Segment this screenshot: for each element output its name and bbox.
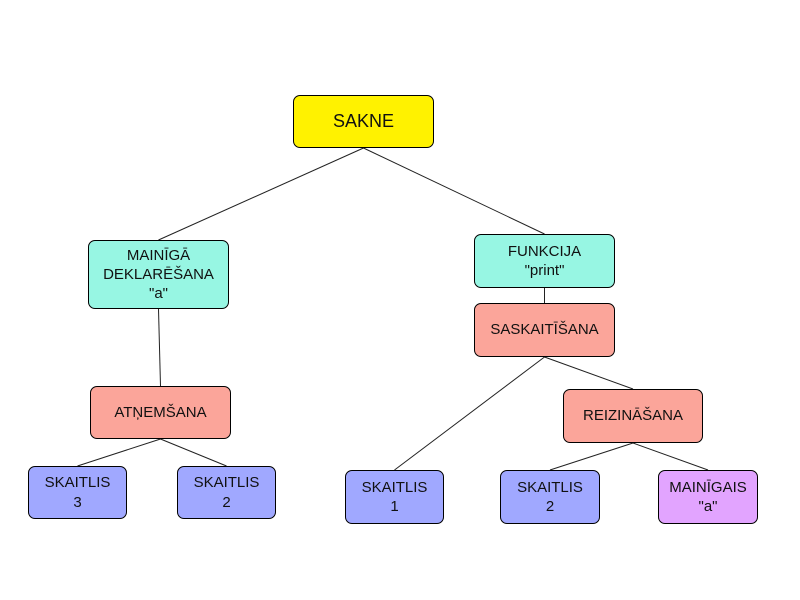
edge-multiplication-variable_a (632, 442, 709, 471)
edge-subtraction-number_3 (77, 438, 161, 467)
node-label: DEKLARĒŠANA (103, 265, 214, 283)
node-label: SKAITLIS (44, 474, 111, 492)
edge-multiplication-number_2_right (549, 442, 634, 471)
node-skaitlis-2-right: SKAITLIS 2 (500, 470, 600, 524)
node-label: 1 (390, 498, 399, 515)
node-skaitlis-3: SKAITLIS 3 (28, 466, 127, 519)
node-label: SASKAITĪŠANA (490, 321, 599, 339)
node-label: MAINĪGĀ (126, 246, 191, 264)
edge-var_decl-subtraction (158, 308, 161, 387)
node-atnemsana: ATŅEMŠANA (90, 386, 231, 439)
node-label: "a" (149, 285, 168, 303)
node-skaitlis-2-left: SKAITLIS 2 (177, 466, 276, 519)
node-label: "a" (698, 498, 718, 515)
node-saskaitisana: SASKAITĪŠANA (474, 303, 615, 357)
node-reizinasana: REIZINĀŠANA (563, 389, 703, 443)
edge-addition-number_1 (394, 356, 545, 471)
node-label: ATŅEMŠANA (114, 403, 207, 421)
node-mainigais-a: MAINĪGAIS "a" (658, 470, 758, 524)
node-label: FUNKCIJA (507, 242, 582, 260)
node-label: 3 (73, 493, 82, 511)
node-label: SKAITLIS (517, 478, 583, 496)
node-label: REIZINĀŠANA (582, 407, 684, 425)
node-label: 2 (545, 498, 555, 515)
node-label: SKAITLIS (193, 474, 260, 492)
edge-root-function (363, 147, 545, 235)
node-label: "print" (524, 262, 565, 279)
node-label: MAINĪGAIS (669, 478, 747, 496)
node-sakne: SAKNE (293, 95, 434, 148)
edge-root-var_decl (158, 147, 364, 241)
node-skaitlis-1: SKAITLIS 1 (345, 470, 444, 524)
edge-addition-multiplication (544, 356, 634, 390)
node-funkcija: FUNKCIJA "print" (474, 234, 615, 288)
edge-subtraction-number_2_left (160, 438, 227, 467)
node-label: SKAITLIS (361, 478, 428, 496)
node-label: SAKNE (332, 110, 395, 131)
node-mainiga-deklaresana: MAINĪGĀ DEKLARĒŠANA "a" (88, 240, 229, 309)
node-label: 2 (222, 493, 231, 511)
